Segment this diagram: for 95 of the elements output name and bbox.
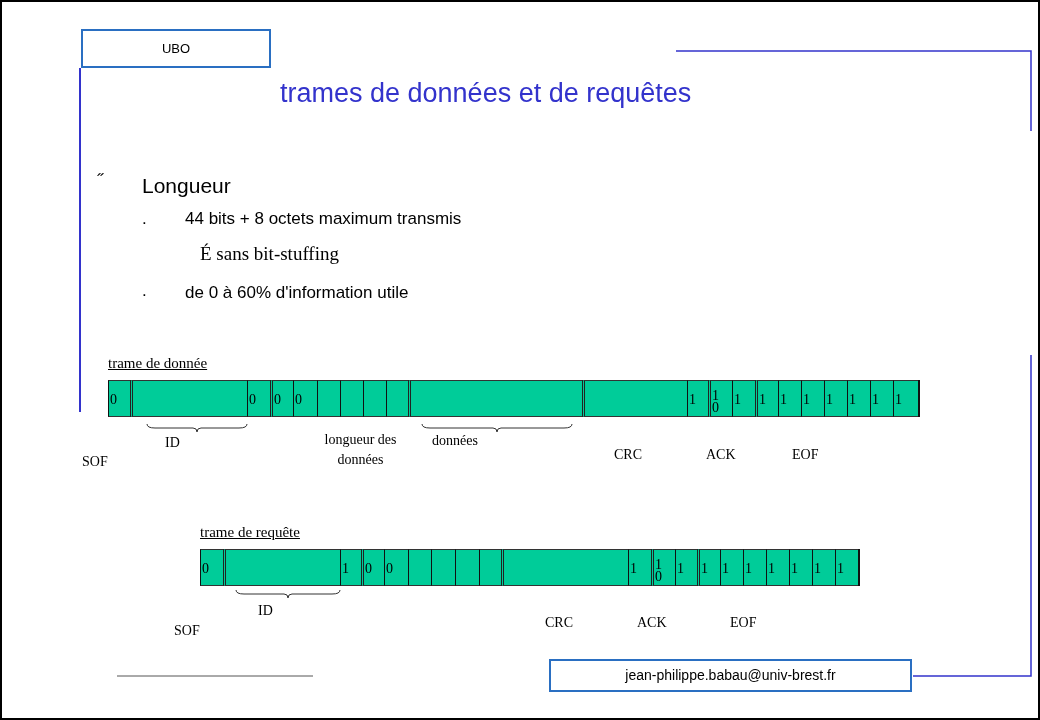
text-label: SOF [82,453,108,471]
bit-cell [317,380,340,417]
bit-value: 1 [803,393,810,407]
bit-cell [870,380,893,417]
bit-value: 0 [274,393,281,407]
text-label: ID [258,602,273,620]
bit-cell [361,549,384,586]
text-label: ACK [637,614,667,632]
text-label: CRC [614,446,642,464]
bit-cell [766,549,789,586]
bit-cell [501,549,628,586]
bit-value: 1 [722,562,729,576]
bit-cell [363,380,386,417]
text-label: CRC [545,614,573,632]
bit-value: 0 [386,562,393,576]
bit-value: 1 [630,562,637,576]
text-label: EOF [730,614,757,632]
bit-cell [687,380,708,417]
bit-cell [755,380,778,417]
bit-cell [789,549,812,586]
bit-cell [893,380,918,417]
bit-cell [847,380,870,417]
bit-cell [340,549,361,586]
bit-value: 1 [837,562,844,576]
bit-value: 0 [110,393,117,407]
bit-cell [431,549,455,586]
bit-value: 1 [814,562,821,576]
bit-value: 1 [655,558,662,572]
text-label: ID [165,434,180,452]
frame-title: trame de donnée [108,354,208,373]
text-label: longueur des données [323,431,398,469]
bit-value: 1 [342,562,349,576]
text-label: EOF [792,446,819,464]
bit-cell [824,380,847,417]
text-label: 44 bits + 8 octets maximum transmis [185,208,462,230]
bit-cell [108,380,130,417]
bit-cell [293,380,317,417]
bit-cell [479,549,501,586]
text-label: ACK [706,446,736,464]
bit-value: 1 [791,562,798,576]
slide-title: trames de données et de requêtes [280,77,692,110]
bit-cell [408,380,582,417]
bit-cell [582,380,687,417]
bit-cell [455,549,479,586]
bit-value: 1 [745,562,752,576]
bit-value: 1 [780,393,787,407]
bit-cell [386,380,408,417]
bit-value: 0 [712,401,719,415]
bit-value: 0 [295,393,302,407]
text-label: SOF [174,622,200,640]
bit-cell [408,549,431,586]
bit-value: 0 [365,562,372,576]
text-label: Longueur [142,173,231,199]
bit-value: 0 [249,393,256,407]
text-label: ˝ [97,170,103,193]
bit-value: 1 [677,562,684,576]
bit-cell [778,380,801,417]
bit-value: 0 [655,570,662,584]
text-label: É sans bit-stuffing [200,242,339,266]
frame-title: trame de requête [200,523,300,542]
bit-cell [628,549,651,586]
bit-value: 1 [689,393,696,407]
text-box: UBO [81,29,271,68]
bit-value: 1 [895,393,902,407]
bit-value: 1 [768,562,775,576]
bit-cell [801,380,824,417]
bit-cell [651,549,675,586]
bit-cell [697,549,720,586]
text-label: données [432,432,478,450]
bit-cell [743,549,766,586]
text-box: jean-philippe.babau@univ-brest.fr [549,659,912,692]
bit-cell [708,380,732,417]
text-label: de 0 à 60% d'information utile [185,282,409,304]
bit-cell [200,549,223,586]
bit-cell [270,380,293,417]
bit-value: 1 [734,393,741,407]
bit-cell [384,549,408,586]
bit-value: 0 [202,562,209,576]
bit-cell [130,380,247,417]
bit-value: 1 [872,393,879,407]
bit-cell [675,549,697,586]
bit-cell [247,380,270,417]
bit-value: 1 [759,393,766,407]
bit-value: 1 [849,393,856,407]
bit-value: 1 [701,562,708,576]
text-label: . [142,208,147,230]
bit-cell [835,549,858,586]
bit-cell [720,549,743,586]
text-label: . [142,280,147,302]
bit-cell [223,549,340,586]
bit-cell [340,380,363,417]
bit-value: 1 [712,389,719,403]
bit-cell [812,549,835,586]
bit-value: 1 [826,393,833,407]
bit-cell [732,380,755,417]
